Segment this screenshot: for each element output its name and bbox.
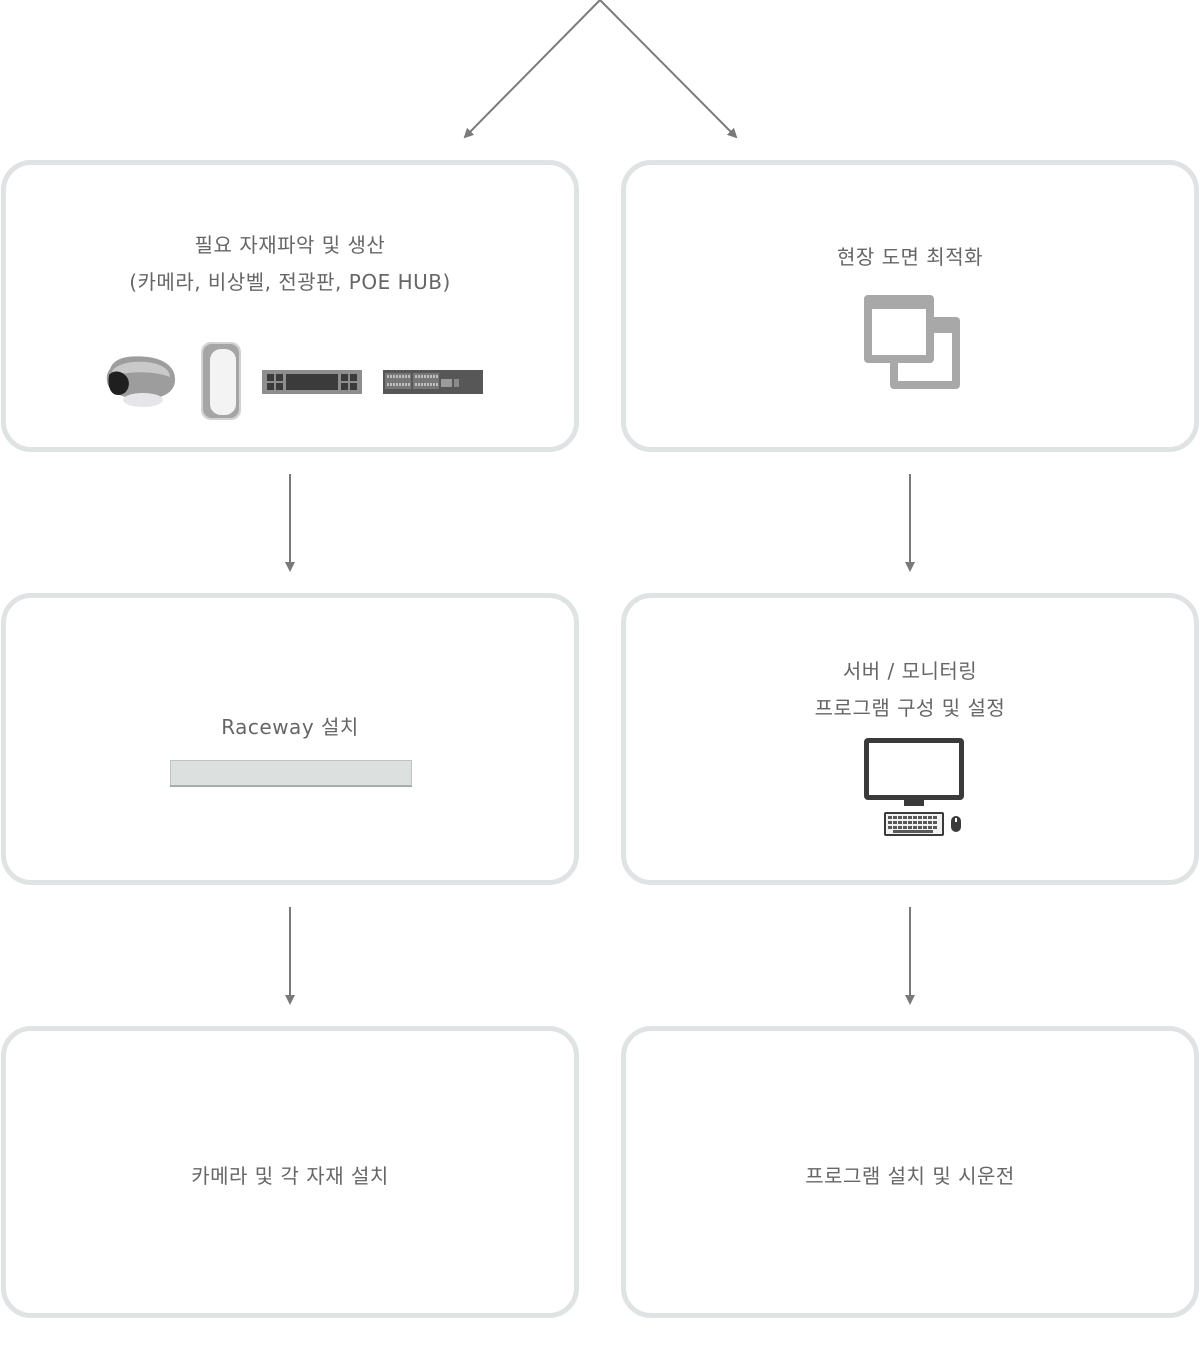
raceway-icon [170,760,412,787]
step-drawing-label: 현장 도면 최적화 [836,245,983,269]
split-arrow-left [463,0,601,139]
step-materials-box: 필요 자재파악 및 생산 (카메라, 비상벨, 전광판, POE HUB) [1,160,579,452]
split-arrows [463,0,738,139]
step-raceway-label: Raceway 설치 [221,715,359,739]
step-server-line2: 프로그램 구성 및 설정 [814,696,1006,720]
step-server-box: 서버 / 모니터링 프로그램 구성 및 설정 [621,593,1199,885]
step-raceway-box: Raceway 설치 [1,593,579,885]
poe-hub-icon [383,370,483,394]
split-arrow-right [599,0,738,139]
step-materials-line2: (카메라, 비상벨, 전광판, POE HUB) [129,270,451,294]
step-materials-line1: 필요 자재파악 및 생산 [194,233,386,257]
drawing-pages-icon [864,295,960,389]
display-board-icon [262,370,362,394]
computer-icon [864,738,964,836]
step-server-line1: 서버 / 모니터링 [842,659,978,683]
step-install-box: 카메라 및 각 자재 설치 [1,1026,579,1318]
step-program-box: 프로그램 설치 및 시운전 [621,1026,1199,1318]
step-materials-label: 필요 자재파악 및 생산 (카메라, 비상벨, 전광판, POE HUB) [6,227,574,301]
step-drawing-box: 현장 도면 최적화 [621,160,1199,452]
down-arrows [285,474,915,1005]
step-server-label: 서버 / 모니터링 프로그램 구성 및 설정 [626,653,1194,727]
step-program-label: 프로그램 설치 및 시운전 [805,1164,1015,1188]
step-install-label: 카메라 및 각 자재 설치 [191,1164,389,1188]
camera-icon [106,356,176,407]
emergency-bell-icon [201,342,241,420]
